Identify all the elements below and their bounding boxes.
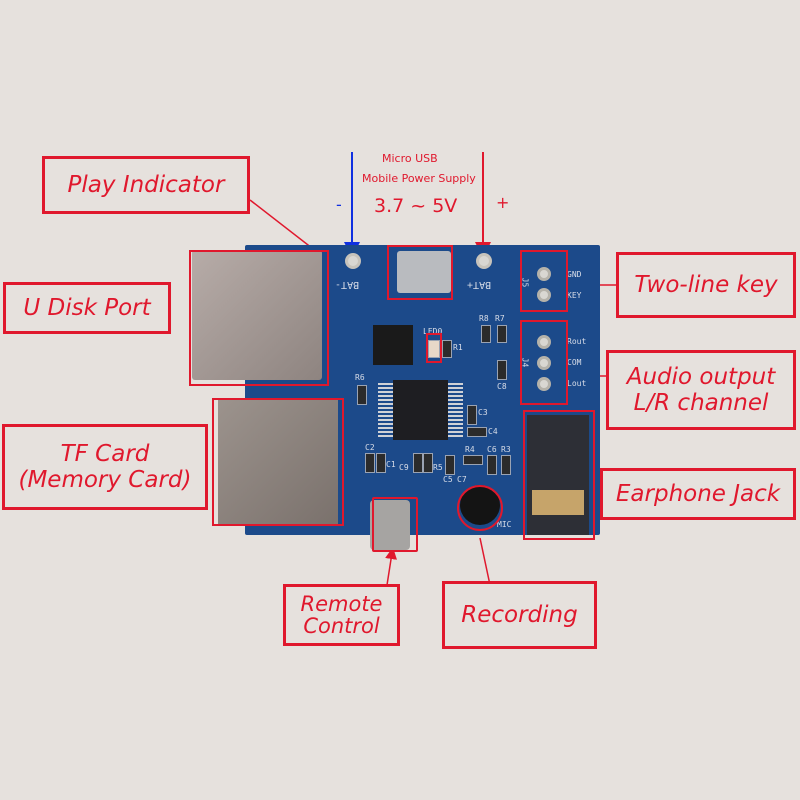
r5-label: R5: [433, 463, 443, 472]
mic-highlight: [457, 485, 503, 531]
c1-label: C1: [386, 460, 396, 469]
memory-card-text: (Memory Card): [18, 467, 192, 493]
bat-pos-label: BAT+: [467, 279, 492, 290]
earphone-jack: [527, 415, 589, 535]
r7-label: R7: [495, 314, 505, 323]
usb-a-port: [192, 250, 322, 380]
ir-receiver: [370, 500, 410, 550]
remote-highlight: [372, 497, 418, 552]
pcb-board: BAT- BAT+ J5 GND KEY J4 Rout COM Lout LE…: [245, 245, 600, 550]
negative-sign: -: [336, 195, 342, 214]
earphone-jack-gold: [532, 490, 584, 515]
r1: [442, 340, 452, 358]
callout-recording: Recording: [442, 581, 597, 649]
j4-pin-rout: [537, 335, 551, 349]
play-indicator-text: Play Indicator: [67, 171, 225, 198]
r8: [481, 325, 491, 343]
audio-output-text: Audio output: [626, 363, 776, 390]
two-line-key-text: Two-line key: [634, 271, 778, 298]
earphone-jack-text: Earphone Jack: [615, 480, 781, 507]
r4-label: R4: [465, 445, 475, 454]
c8: [497, 360, 507, 380]
tf-card-slot: [218, 400, 338, 525]
c9: [413, 453, 423, 473]
c7-label: C7: [457, 475, 467, 484]
j5-highlight: [520, 250, 568, 312]
callout-two-line-key: Two-line key: [616, 252, 796, 318]
earphone-jack-highlight: [523, 410, 595, 540]
callout-play-indicator: Play Indicator: [42, 156, 250, 214]
r1-label: R1: [453, 343, 463, 352]
c9-label: C9: [399, 463, 409, 472]
r6: [357, 385, 367, 405]
bat-neg-hole: [345, 253, 361, 269]
com-label: COM: [567, 358, 582, 367]
control-text: Control: [303, 614, 380, 638]
c6: [487, 455, 497, 475]
c3-label: C3: [478, 408, 488, 417]
mic-label: MIC: [497, 520, 512, 529]
r3: [501, 455, 511, 475]
c6-label: C6: [487, 445, 497, 454]
j4-pin-lout: [537, 377, 551, 391]
r6-label: R6: [355, 373, 365, 382]
power-line2: Mobile Power Supply: [362, 172, 476, 185]
positive-sign: +: [496, 193, 510, 212]
c5: [445, 455, 455, 475]
r5: [423, 453, 433, 473]
j4-pin-com: [537, 356, 551, 370]
micro-usb-port: [397, 251, 451, 293]
callout-tf-card: TF Card(Memory Card): [2, 424, 208, 510]
c5-label: C5: [443, 475, 453, 484]
power-line1: Micro USB: [382, 152, 438, 165]
r4: [463, 455, 483, 465]
recording-text: Recording: [461, 601, 578, 628]
callout-u-disk-port: U Disk Port: [3, 282, 171, 334]
flash-chip: [373, 325, 413, 365]
key-label: KEY: [567, 291, 582, 300]
micro-usb-highlight: [387, 245, 453, 300]
j5-pin-gnd: [537, 267, 551, 281]
callout-earphone-jack: Earphone Jack: [600, 468, 796, 520]
rout-label: Rout: [567, 337, 587, 346]
decoder-pins-right: [448, 383, 463, 438]
usb-a-highlight: [189, 250, 329, 386]
bat-pos-hole: [476, 253, 492, 269]
r3-label: R3: [501, 445, 511, 454]
c1: [376, 453, 386, 473]
led-highlight: [426, 333, 442, 363]
decoder-chip: [393, 380, 448, 440]
recording-leader: [479, 537, 491, 586]
c3: [467, 405, 477, 425]
u-disk-port-text: U Disk Port: [23, 294, 151, 321]
tf-card-highlight: [212, 398, 344, 526]
lr-channel-text: L/R channel: [633, 390, 769, 416]
bat-neg-label: BAT-: [335, 279, 360, 290]
remote-control-leader: [385, 547, 398, 586]
gnd-label: GND: [567, 270, 582, 279]
r8-label: R8: [479, 314, 489, 323]
led0-label: LED0: [423, 327, 443, 336]
led0: [428, 340, 440, 358]
remote-text: Remote: [300, 591, 383, 616]
power-voltage: 3.7 ~ 5V: [374, 195, 458, 217]
r7: [497, 325, 507, 343]
tf-card-text: TF Card: [60, 440, 150, 467]
j4-highlight: [520, 320, 568, 405]
c4: [467, 427, 487, 437]
c4-label: C4: [488, 427, 498, 436]
c8-label: C8: [497, 382, 507, 391]
decoder-pins-left: [378, 383, 393, 438]
j5-pin-key: [537, 288, 551, 302]
lout-label: Lout: [567, 379, 587, 388]
c2-label: C2: [365, 443, 375, 452]
c2: [365, 453, 375, 473]
